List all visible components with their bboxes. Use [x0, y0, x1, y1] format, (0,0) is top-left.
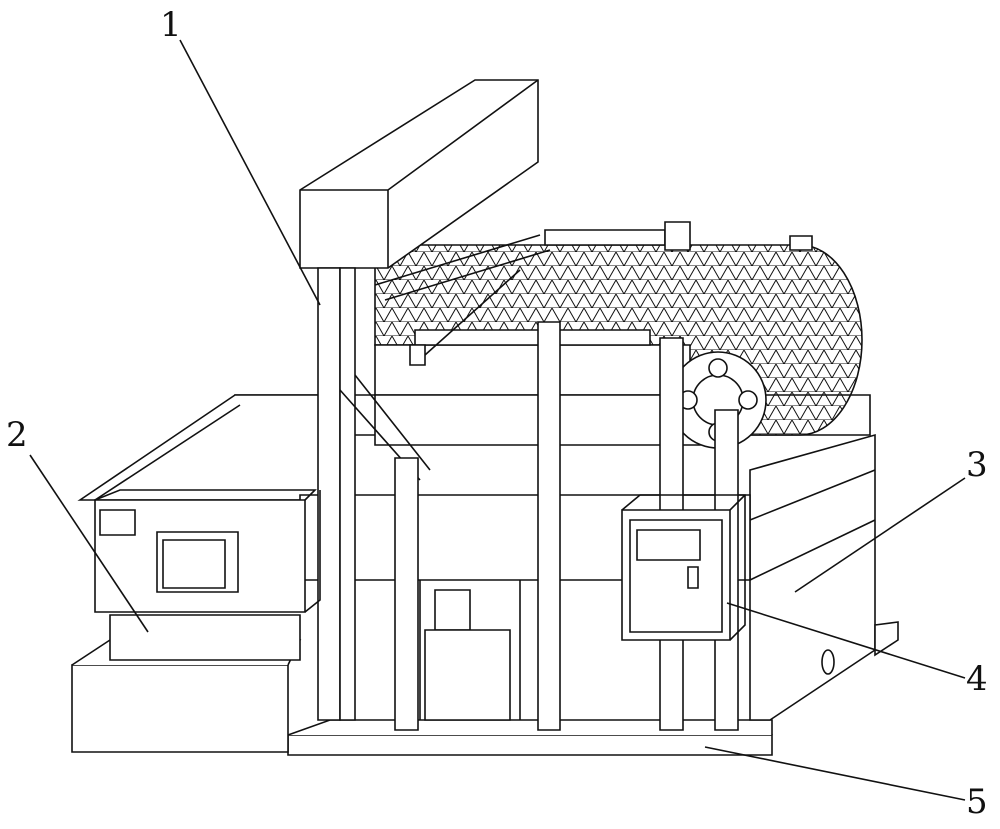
label-4: 4 — [966, 659, 988, 699]
control-cabinet — [621, 494, 746, 641]
mesh-conveyor — [374, 221, 863, 449]
label-3: 3 — [966, 445, 988, 485]
leader-lines — [29, 39, 966, 801]
label-5: 5 — [966, 782, 988, 822]
label-2: 2 — [6, 415, 28, 455]
left-base-block — [71, 614, 302, 753]
base-plate — [287, 719, 773, 756]
label-1: 1 — [160, 5, 182, 45]
frame — [299, 79, 739, 731]
processing-unit — [94, 489, 321, 613]
